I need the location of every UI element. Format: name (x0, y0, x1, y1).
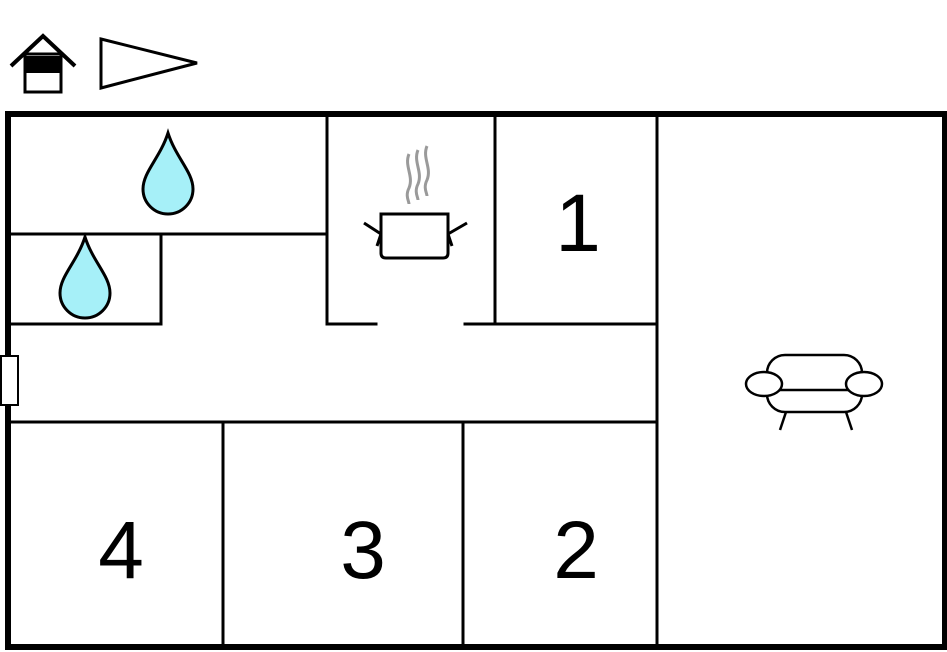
north-arrow-icon (99, 37, 198, 90)
entrance-door-icon (0, 355, 19, 406)
interior-walls (6, 112, 659, 649)
room-label-2: 2 (553, 505, 599, 596)
room-label-3: 3 (340, 505, 386, 596)
room-label-4: 4 (98, 505, 144, 596)
water-drop-icon (58, 232, 112, 320)
room-label-1: 1 (555, 178, 601, 269)
sofa-icon (744, 353, 884, 431)
water-drop-icon (141, 128, 195, 216)
house-icon (9, 33, 77, 94)
cooking-pot-icon (363, 145, 468, 260)
